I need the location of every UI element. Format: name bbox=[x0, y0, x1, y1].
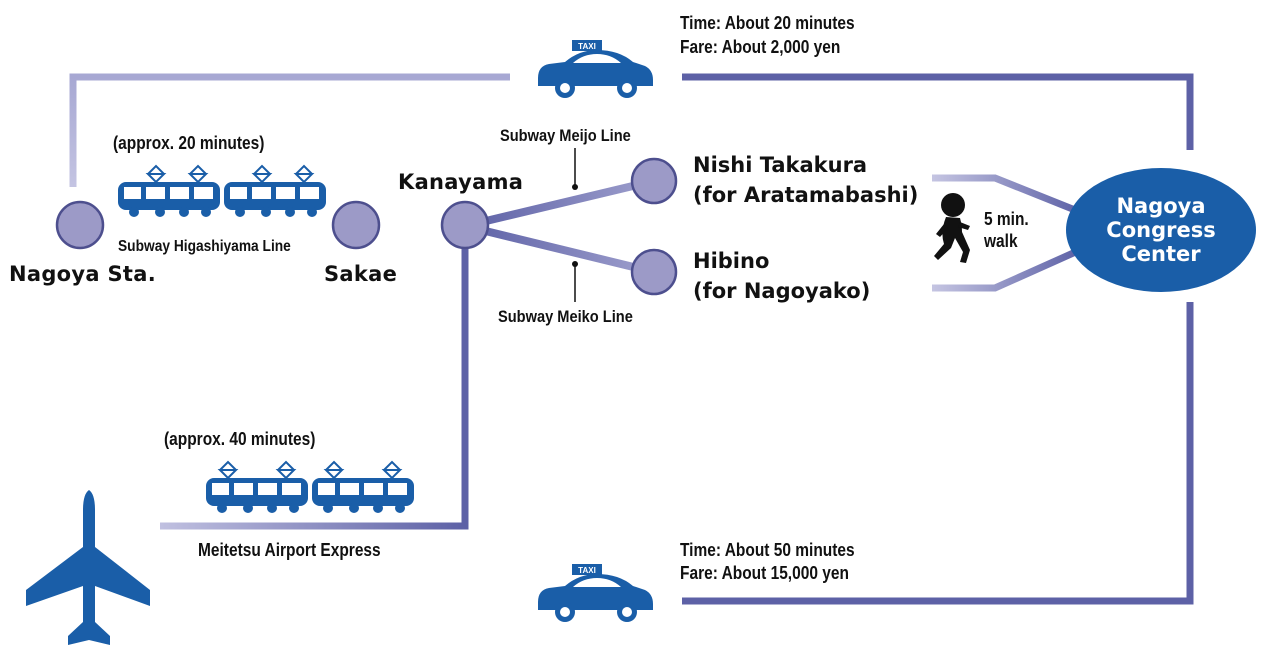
meiko-line bbox=[464, 222, 655, 276]
station-nagoya[interactable] bbox=[55, 200, 105, 250]
taxi-top-time: Time: About 20 minutes bbox=[680, 13, 855, 33]
station-kanayama[interactable] bbox=[440, 200, 490, 250]
walk-connector-upper bbox=[932, 174, 1082, 216]
taxi-bottom-time: Time: About 50 minutes bbox=[680, 540, 855, 560]
meijo-line-label: Subway Meijo Line bbox=[500, 126, 631, 145]
station-nishi-takakura[interactable] bbox=[630, 157, 678, 205]
taxi-bottom-fare: Fare: About 15,000 yen bbox=[680, 563, 849, 583]
meijo-line bbox=[464, 177, 655, 230]
walking-person-icon bbox=[934, 193, 970, 263]
svg-text:TAXI: TAXI bbox=[578, 42, 596, 51]
meitetsu-time: (approx. 40 minutes) bbox=[164, 429, 316, 449]
taxi-route-bottom-right bbox=[682, 302, 1194, 605]
station-label-nagoya: Nagoya Sta. bbox=[9, 262, 156, 286]
taxi-icon: TAXI bbox=[538, 564, 653, 622]
train-icon bbox=[206, 460, 414, 513]
walk-label: 5 min. walk bbox=[984, 209, 1029, 251]
higashiyama-time: (approx. 20 minutes) bbox=[113, 133, 265, 153]
venue-nagoya-congress-center[interactable]: Nagoya Congress Center bbox=[1066, 168, 1256, 292]
taxi-top-fare: Fare: About 2,000 yen bbox=[680, 37, 841, 57]
higashiyama-line-label: Subway Higashiyama Line bbox=[118, 238, 291, 255]
walk-connector-lower bbox=[932, 246, 1082, 292]
meitetsu-line-label: Meitetsu Airport Express bbox=[198, 540, 381, 560]
station-sakae[interactable] bbox=[331, 200, 381, 250]
airplane-icon bbox=[26, 490, 150, 645]
station-hibino[interactable] bbox=[630, 248, 678, 296]
svg-text:TAXI: TAXI bbox=[578, 566, 596, 575]
meiko-line-label: Subway Meiko Line bbox=[498, 307, 633, 326]
train-icon bbox=[118, 164, 326, 217]
station-label-hibino: Hibino (for Nagoyako) bbox=[693, 249, 871, 303]
station-label-sakae: Sakae bbox=[324, 262, 398, 286]
station-label-nishi-takakura: Nishi Takakura (for Aratamabashi) bbox=[693, 153, 919, 207]
meitetsu-line bbox=[160, 226, 469, 530]
taxi-route-top-right bbox=[682, 73, 1194, 150]
taxi-icon: TAXI bbox=[538, 40, 653, 98]
station-label-kanayama: Kanayama bbox=[398, 170, 524, 194]
